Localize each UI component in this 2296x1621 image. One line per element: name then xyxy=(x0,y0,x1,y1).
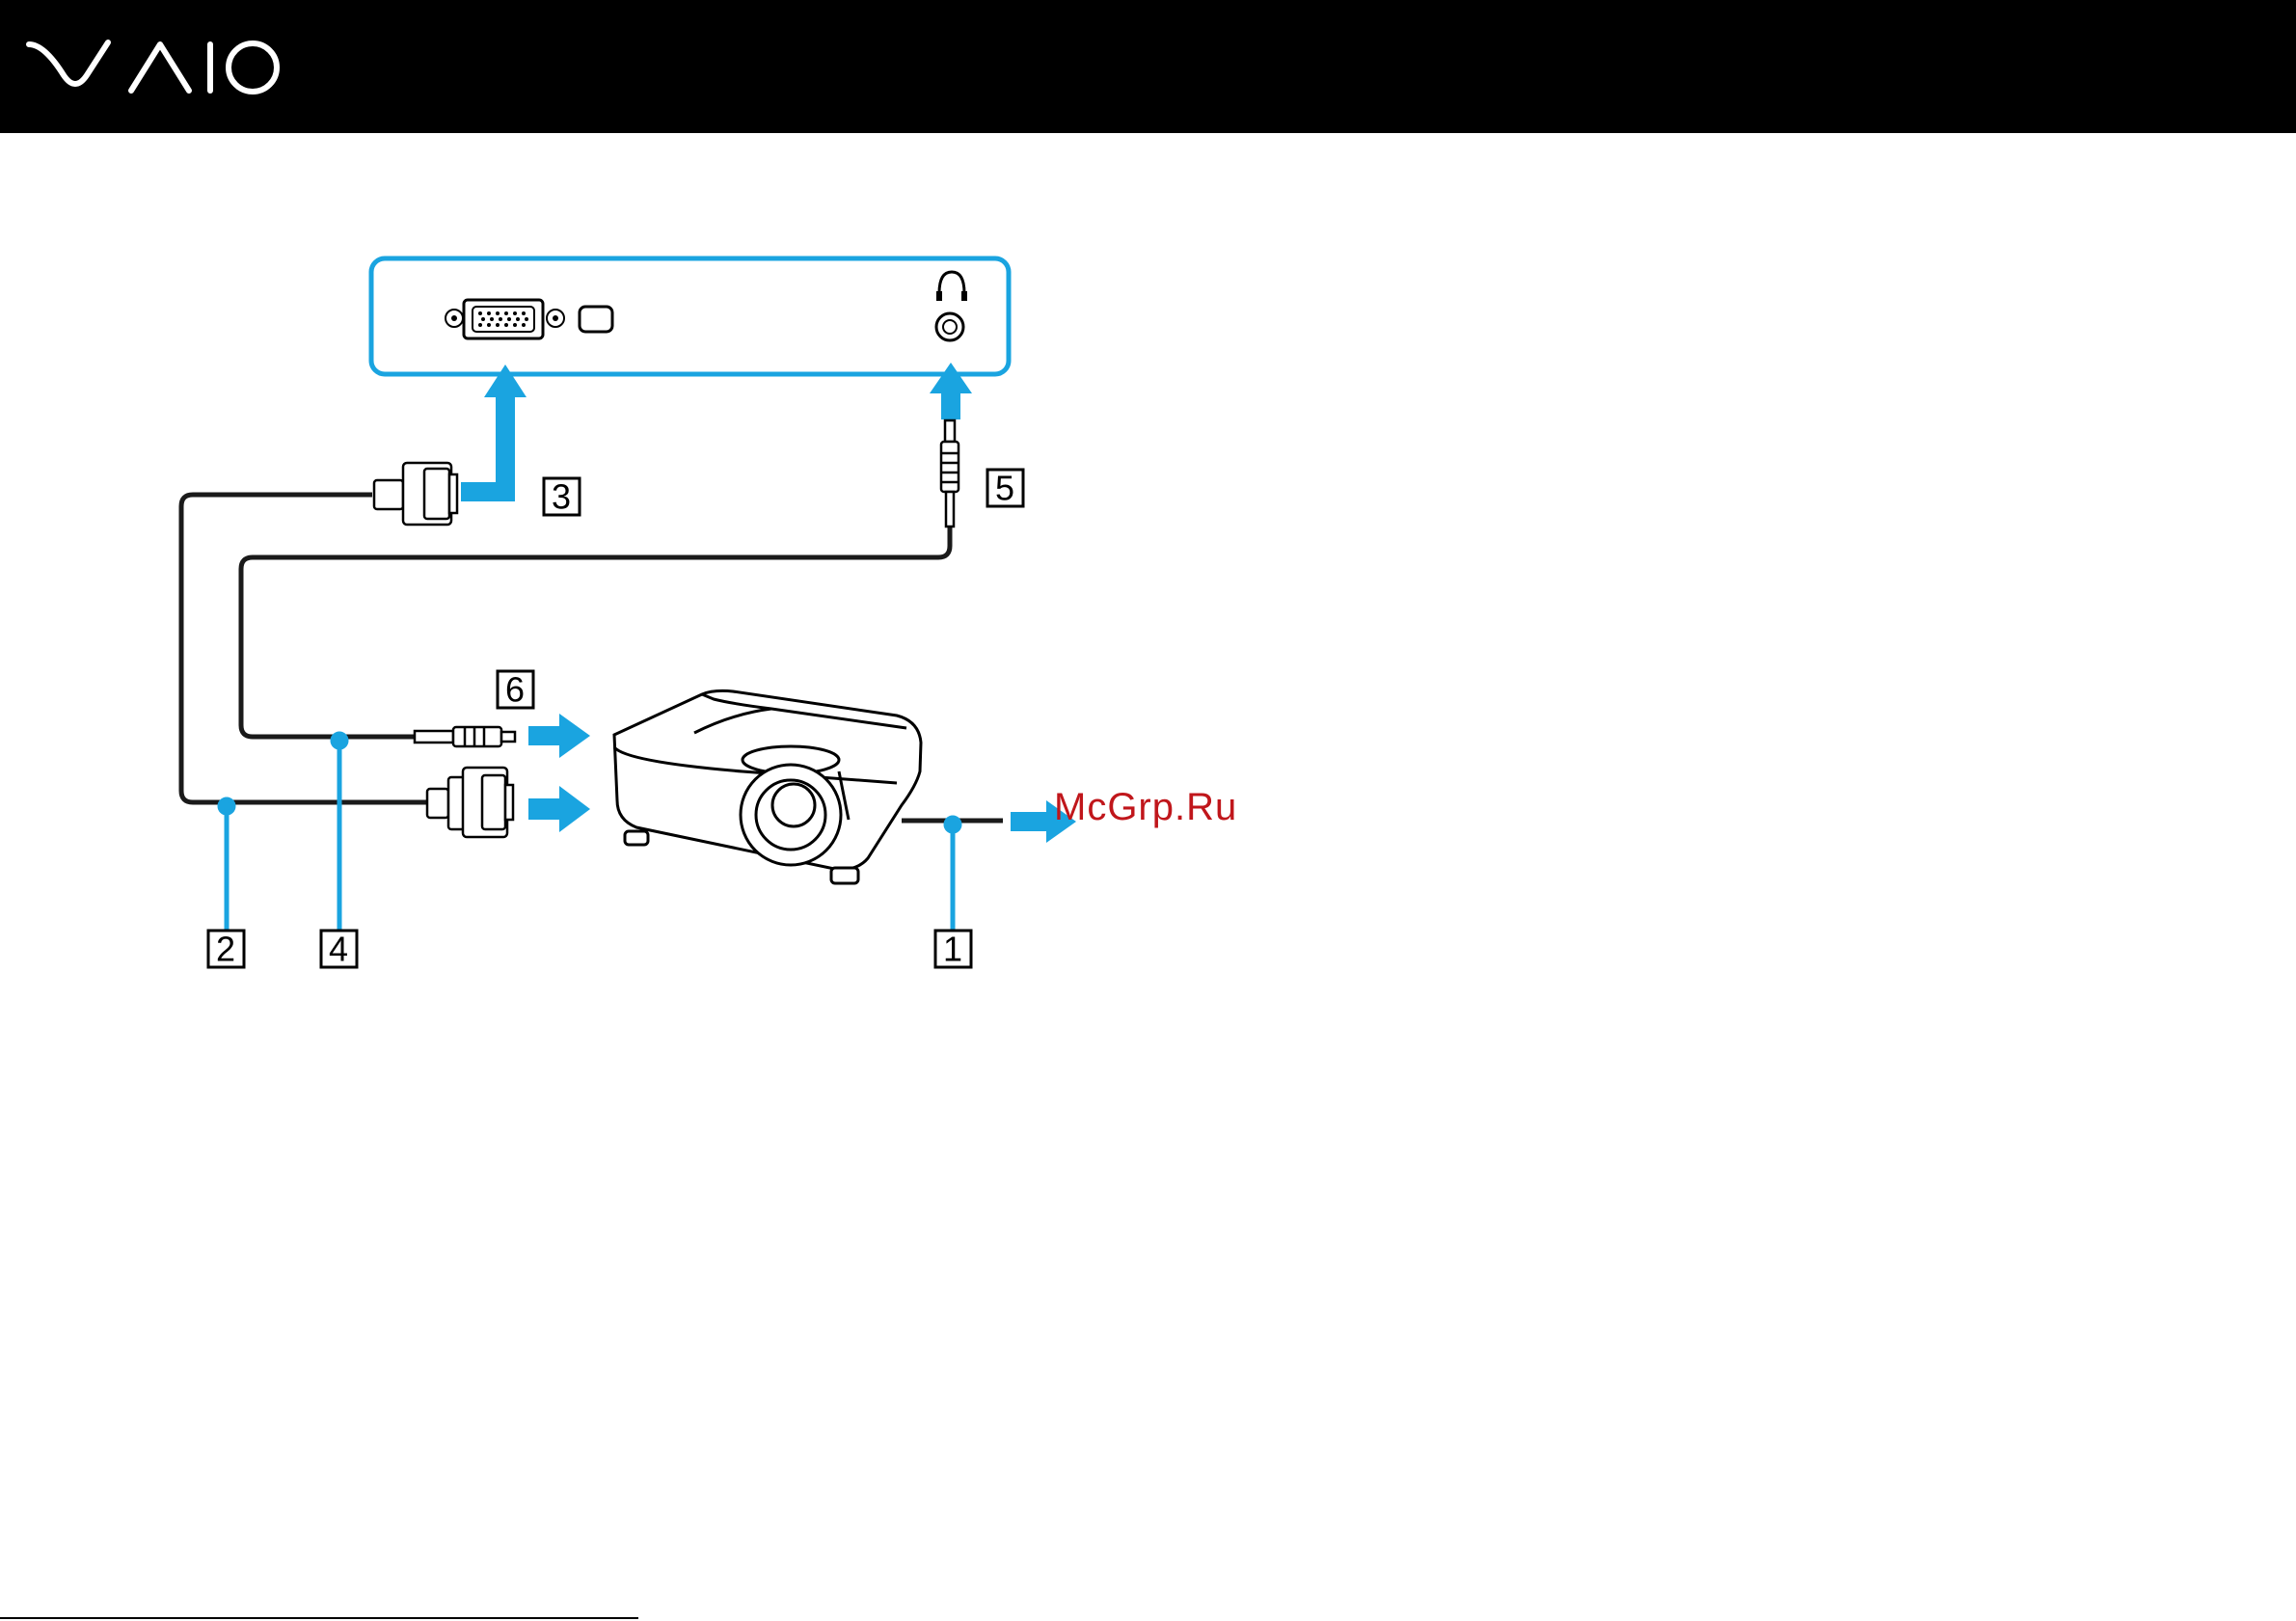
projector-connection-diagram: 1 2 3 4 5 6 xyxy=(0,133,2296,1618)
audio-to-projector-arrow xyxy=(528,714,590,758)
vaio-logo xyxy=(25,37,285,98)
callout-3-label: 3 xyxy=(552,477,571,517)
callout-4: 4 xyxy=(321,930,357,969)
callout-4-label: 4 xyxy=(329,930,348,969)
callout-2: 2 xyxy=(208,930,244,969)
vga-up-arrow xyxy=(461,365,527,501)
vga-connector-top-icon xyxy=(374,463,457,525)
audio-plug-bottom-icon xyxy=(415,727,515,746)
projector-icon xyxy=(614,690,921,883)
audio-plug-top-icon xyxy=(941,420,959,527)
footer-rule xyxy=(0,1617,638,1619)
audio-cable xyxy=(241,526,950,737)
callout-6-label: 6 xyxy=(505,670,525,710)
callout-1: 1 xyxy=(935,930,971,969)
callout-5: 5 xyxy=(987,469,1023,508)
vga-connector-bottom-icon xyxy=(427,768,513,837)
callout-2-label: 2 xyxy=(216,930,235,969)
callout-6: 6 xyxy=(498,670,533,710)
callout-1-label: 1 xyxy=(943,930,962,969)
vga-cable xyxy=(181,495,429,802)
computer-port-panel xyxy=(371,258,1009,374)
callout-5-label: 5 xyxy=(995,469,1014,508)
vga-to-projector-arrow xyxy=(528,786,590,832)
callout-3: 3 xyxy=(544,477,580,517)
header-bar xyxy=(0,0,2296,133)
watermark: McGrp.Ru xyxy=(1054,786,1237,829)
